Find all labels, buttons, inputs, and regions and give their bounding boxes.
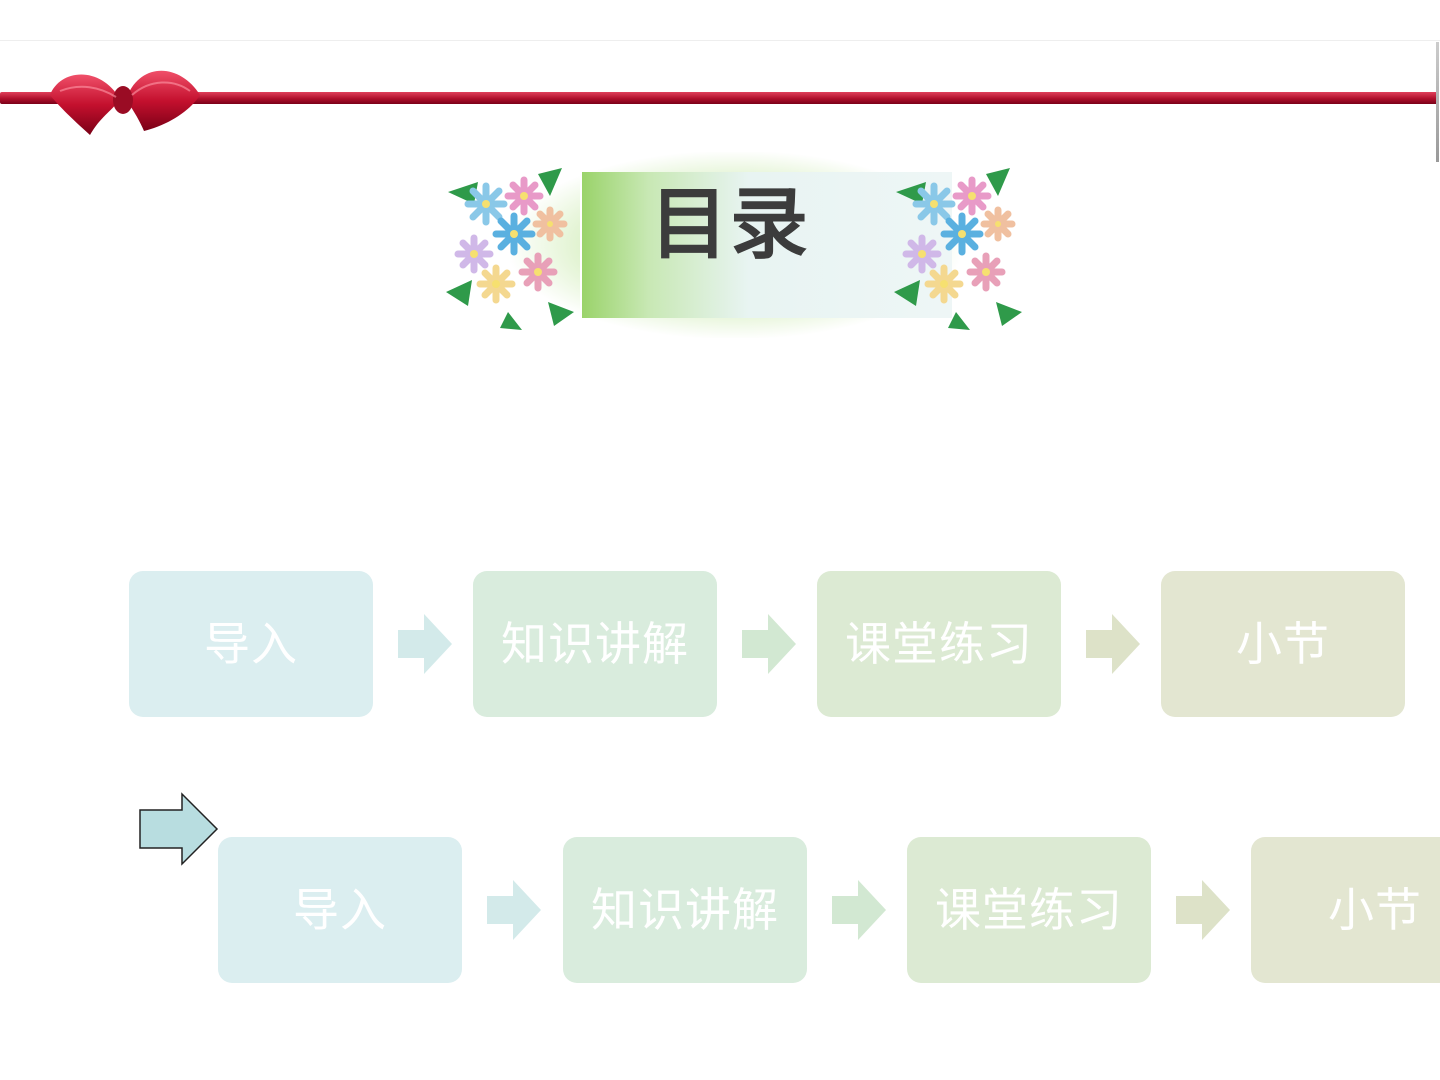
step-lecture-box[interactable]: 知识讲解 bbox=[563, 837, 807, 983]
flower-bouquet-icon bbox=[894, 168, 1022, 330]
arrow-right-icon bbox=[139, 792, 219, 866]
step-summary-box[interactable]: 小节 bbox=[1161, 571, 1405, 717]
title-plate bbox=[582, 172, 952, 318]
step-intro-box[interactable]: 导入 bbox=[129, 571, 373, 717]
arrow-right-icon bbox=[398, 614, 452, 674]
flower-bouquet-icon bbox=[446, 168, 574, 330]
ribbon-end-cap bbox=[1436, 42, 1439, 162]
arrow-right-icon bbox=[487, 880, 541, 940]
arrow-right-icon bbox=[742, 614, 796, 674]
bow-icon bbox=[50, 70, 200, 135]
ribbon-band bbox=[0, 92, 1438, 104]
page-title: 目录 bbox=[650, 180, 811, 270]
title-divider bbox=[580, 162, 582, 332]
step-practice-box[interactable]: 课堂练习 bbox=[817, 571, 1061, 717]
top-divider bbox=[0, 40, 1440, 41]
step-intro-box[interactable]: 导入 bbox=[218, 837, 462, 983]
arrow-right-icon bbox=[832, 880, 886, 940]
title-banner: 目录 bbox=[430, 140, 1040, 350]
step-summary-box[interactable]: 小节 bbox=[1251, 837, 1440, 983]
step-practice-box[interactable]: 课堂练习 bbox=[907, 837, 1151, 983]
step-lecture-box[interactable]: 知识讲解 bbox=[473, 571, 717, 717]
arrow-right-icon bbox=[1086, 614, 1140, 674]
arrow-right-icon bbox=[1176, 880, 1230, 940]
